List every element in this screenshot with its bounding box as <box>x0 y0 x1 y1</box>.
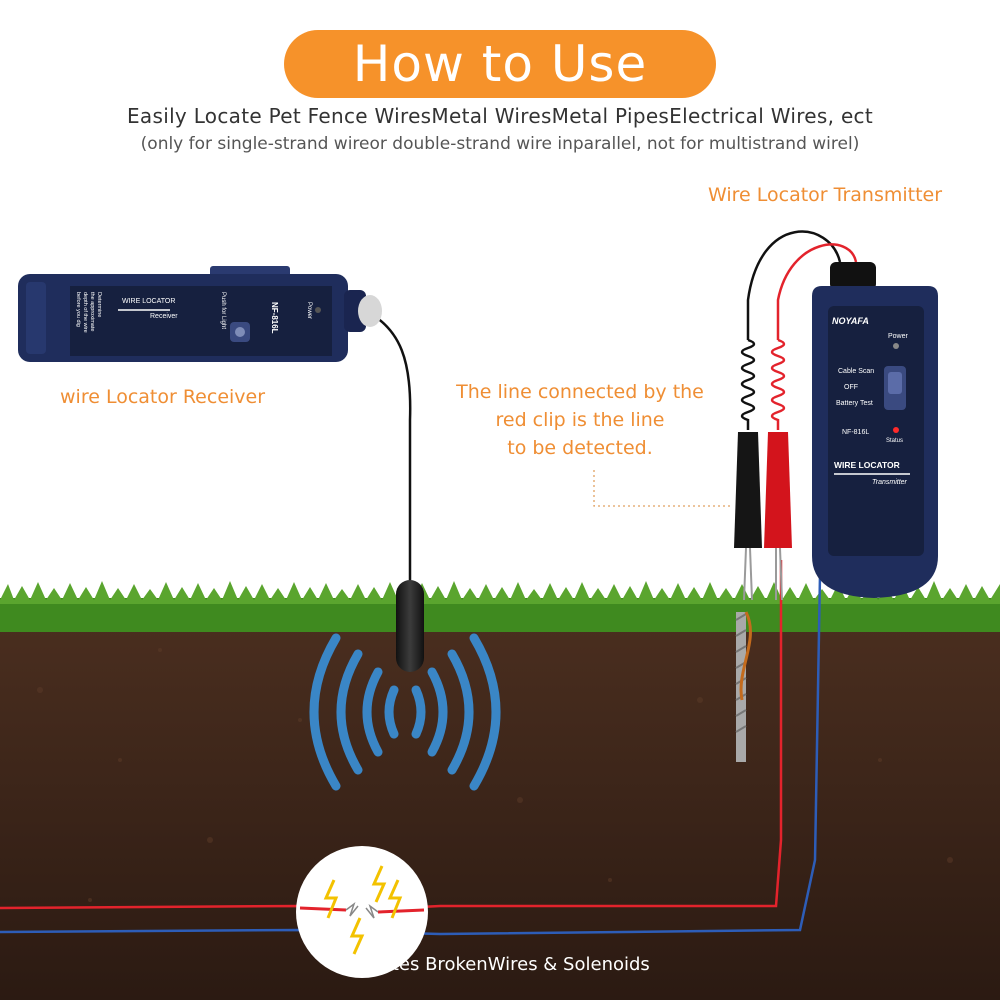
transmitter-status-label: Status <box>886 438 903 444</box>
break-indicator-circle <box>296 846 428 978</box>
soil-texture <box>37 648 953 932</box>
receiver-device <box>18 266 382 362</box>
receiver-power-label: Power <box>306 302 312 319</box>
page-title: How to Use <box>284 30 716 98</box>
spark-icon <box>323 879 339 919</box>
black-clip-jaw <box>743 547 753 601</box>
receiver-probe <box>396 580 424 672</box>
callout-leader-line <box>593 470 730 507</box>
buried-blue-wire <box>0 574 822 936</box>
transmitter-mode-cable-scan: Cable Scan <box>838 368 874 375</box>
transmitter-brand-line1: WIRE LOCATOR <box>834 460 900 470</box>
red-alligator-clip <box>764 432 792 548</box>
receiver-brand-line1: WIRE LOCATOR <box>122 298 175 305</box>
frayed-strands <box>345 901 379 919</box>
receiver-note-line3: depth of the wire <box>82 292 88 333</box>
black-alligator-clip <box>734 432 762 548</box>
receiver-cable <box>367 310 412 586</box>
transmitter-model: NF-816L <box>842 429 869 436</box>
receiver-note-line4: before you dig <box>75 292 81 327</box>
transmitter-power-label: Power <box>888 333 909 340</box>
receiver-push-light-label: Push for Light <box>220 292 226 329</box>
red-clip-callout: The line connected by the red clip is th… <box>420 378 740 462</box>
transmitter-brand-line2: Transmitter <box>872 479 908 486</box>
receiver-model: NF-816L <box>270 302 279 334</box>
spark-icon <box>349 917 365 955</box>
signal-waves-icon <box>309 633 501 791</box>
receiver-label: wire Locator Receiver <box>60 386 266 408</box>
receiver-note-line1: Determine <box>96 292 102 317</box>
callout-line-2: red clip is the line <box>495 409 665 431</box>
black-lead-wire <box>746 230 842 340</box>
transmitter-device <box>812 262 938 598</box>
broken-wire-ends <box>299 906 425 914</box>
callout-line-3: to be detected. <box>507 437 653 459</box>
receiver-brand-line2: Receiver <box>150 313 178 320</box>
red-clip-jaw <box>775 547 783 601</box>
receiver-note-line2: the approximate <box>89 292 95 331</box>
spark-icon <box>387 879 403 919</box>
grass-blades <box>0 581 1000 604</box>
copper-ground-wire <box>739 611 752 701</box>
usage-note: (only for single-strand wireor double-st… <box>140 134 860 154</box>
page-subtitle: Easily Locate Pet Fence WiresMetal Wires… <box>127 104 873 128</box>
transmitter-mode-off: OFF <box>844 384 858 391</box>
callout-line-1: The line connected by the <box>456 381 704 403</box>
spark-icon <box>371 865 387 903</box>
transmitter-mode-battery-test: Battery Test <box>836 400 873 407</box>
transmitter-brand: NOYAFA <box>832 316 869 326</box>
black-coil <box>740 338 756 430</box>
red-lead-wire <box>776 243 858 340</box>
soil-ground <box>0 622 1000 1000</box>
bottom-caption: Locates BrokenWires & Solenoids <box>350 954 650 975</box>
transmitter-label: Wire Locator Transmitter <box>708 184 943 206</box>
red-coil <box>770 338 786 430</box>
